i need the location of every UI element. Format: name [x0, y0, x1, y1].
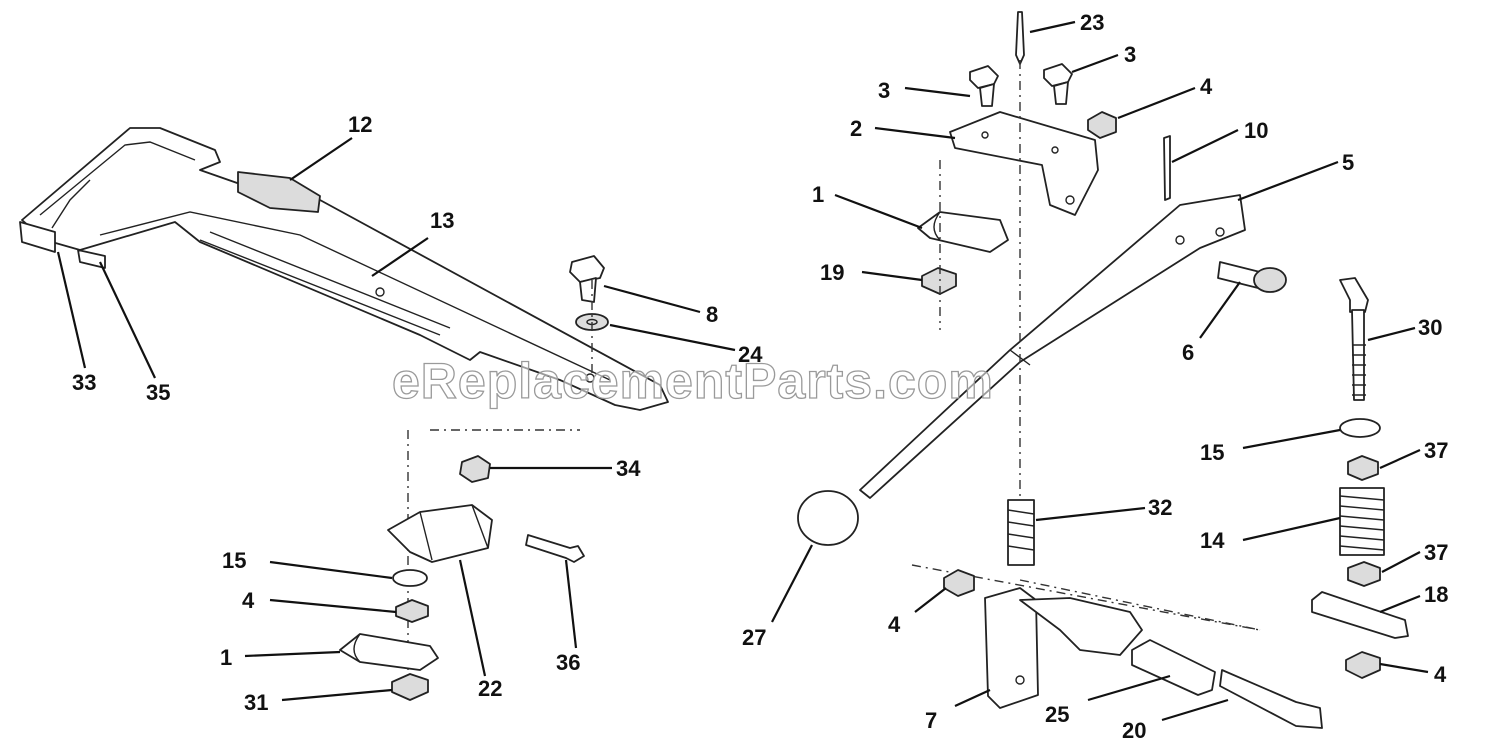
callout-4-left-bottom: 4 — [888, 612, 901, 637]
callout-34: 34 — [616, 456, 641, 481]
part-4-nut-top — [1087, 111, 1117, 139]
callout-36: 36 — [556, 650, 580, 675]
part-10-pin — [1163, 135, 1171, 201]
part-13-hole-2 — [585, 373, 595, 383]
part-36-screw — [525, 534, 585, 563]
part-15-washer-left — [392, 569, 428, 587]
callout-2: 2 — [850, 116, 862, 141]
callout-37-bottom: 37 — [1424, 540, 1448, 565]
part-23-cotter-pin — [1015, 11, 1025, 65]
part-13-inner-edge — [39, 141, 611, 381]
callout-22: 22 — [478, 676, 502, 701]
left-assembly — [19, 127, 669, 701]
part-2-plate — [949, 111, 1099, 216]
part-4-nut-right-bottom — [1345, 651, 1381, 679]
part-7-bracket — [984, 587, 1039, 709]
part-1-clip-right — [917, 211, 1009, 253]
part-33-tab — [19, 221, 56, 253]
part-6-knob — [1217, 261, 1287, 293]
callout-8: 8 — [706, 302, 718, 327]
callout-33: 33 — [72, 370, 96, 395]
callout-13: 13 — [430, 208, 454, 233]
callout-3-right: 3 — [1124, 42, 1136, 67]
callout-27: 27 — [742, 625, 766, 650]
part-34-nut — [459, 455, 491, 483]
callout-19: 19 — [820, 260, 844, 285]
callout-4-right-bottom: 4 — [1434, 662, 1447, 687]
callout-31: 31 — [244, 690, 268, 715]
callout-30: 30 — [1418, 315, 1442, 340]
part-4-nut-left — [395, 599, 429, 623]
part-3-bolt-a — [969, 65, 999, 107]
callout-18: 18 — [1424, 582, 1448, 607]
callout-25: 25 — [1045, 702, 1069, 727]
callout-1-right: 1 — [812, 182, 824, 207]
leader-lines — [56, 20, 1429, 722]
callout-23: 23 — [1080, 10, 1104, 35]
callout-37-top: 37 — [1424, 438, 1448, 463]
part-3-bolt-b — [1043, 63, 1073, 105]
part-37-nut-a — [1347, 455, 1379, 481]
callout-35: 35 — [146, 380, 170, 405]
part-13-bracket — [21, 127, 669, 411]
part-22-bracket — [387, 504, 493, 563]
callout-6: 6 — [1182, 340, 1194, 365]
callout-12: 12 — [348, 112, 372, 137]
part-12-pad — [237, 171, 321, 213]
part-8-bolt — [569, 255, 605, 303]
right-assembly — [797, 11, 1409, 729]
part-19-nut — [921, 267, 957, 295]
part-13-hole — [375, 287, 385, 297]
callout-7: 7 — [925, 708, 937, 733]
callout-24: 24 — [738, 342, 763, 367]
callout-10: 10 — [1244, 118, 1268, 143]
callout-15-left: 15 — [222, 548, 246, 573]
part-25-rod — [1131, 639, 1216, 696]
callout-15-right: 15 — [1200, 440, 1224, 465]
part-13-slot — [199, 231, 451, 336]
callout-20: 20 — [1122, 718, 1146, 743]
callout-labels: 23 3 3 4 2 10 5 1 19 6 30 15 37 32 14 37… — [72, 10, 1448, 743]
part-32-spring — [1007, 499, 1035, 566]
part-27-grip — [797, 490, 859, 546]
callout-5: 5 — [1342, 150, 1354, 175]
callout-4-left: 4 — [242, 588, 255, 613]
part-7-arm-plate — [1019, 597, 1143, 656]
part-20-bolt — [1219, 669, 1323, 729]
callout-32: 32 — [1148, 495, 1172, 520]
part-30-eyebolt — [1339, 277, 1369, 401]
right-centerline — [911, 60, 1261, 631]
watermark-text: eReplacementParts.com — [392, 353, 994, 409]
part-18-pin — [1311, 591, 1409, 639]
part-31-nut — [391, 673, 429, 701]
callout-3-left: 3 — [878, 78, 890, 103]
part-14-spring — [1339, 487, 1385, 556]
part-35-tab — [77, 249, 106, 269]
part-15-washer-right — [1339, 418, 1381, 438]
part-4-nut-left-bottom — [943, 569, 975, 597]
callout-1-left: 1 — [220, 645, 232, 670]
part-37-nut-b — [1347, 561, 1381, 587]
callout-14: 14 — [1200, 528, 1225, 553]
part-5-lever — [859, 194, 1246, 499]
callout-4-top: 4 — [1200, 74, 1213, 99]
